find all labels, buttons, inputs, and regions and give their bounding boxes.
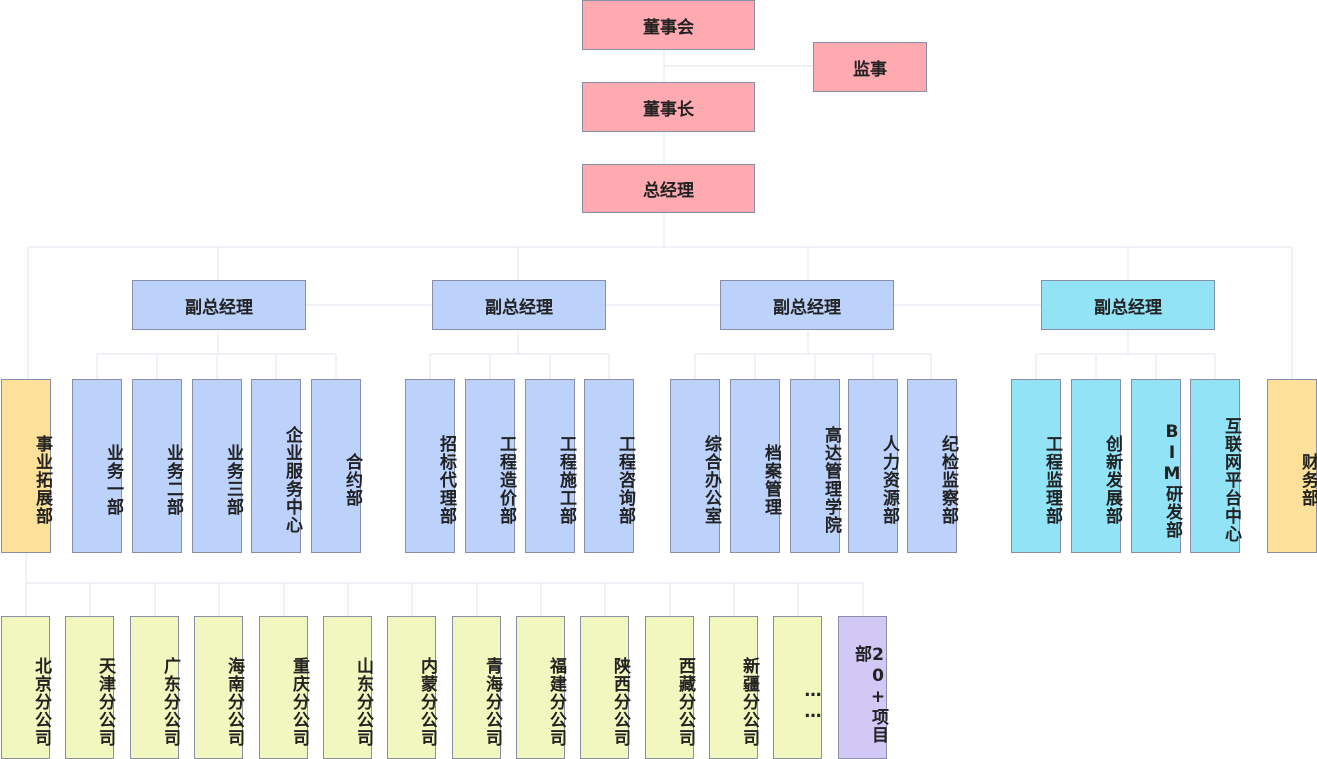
dept-box: 工程咨询部 (584, 379, 635, 553)
branch-box: 天津分公司 (65, 616, 115, 759)
dept-box: 业务三部 (192, 379, 243, 553)
board-box: 董事会 (582, 0, 755, 50)
dept-box: 招标代理部 (405, 379, 456, 553)
dept-box: 人力资源部 (848, 379, 899, 553)
dept-box: 创新发展部 (1071, 379, 1122, 553)
project-dept-box: 20+项目部 (838, 616, 888, 759)
branch-box: 新疆分公司 (709, 616, 759, 759)
branch-box: 福建分公司 (516, 616, 566, 759)
dept-box: 企业服务中心 (251, 379, 302, 553)
branch-box-more: …… (773, 616, 823, 759)
branch-box: 海南分公司 (194, 616, 244, 759)
dept-box: 纪检监察部 (907, 379, 958, 553)
dept-box: BIM研发部 (1131, 379, 1182, 553)
dept-box: 工程监理部 (1011, 379, 1062, 553)
vp-box-1: 副总经理 (132, 280, 306, 330)
dept-box: 业务二部 (132, 379, 183, 553)
dept-box: 工程造价部 (465, 379, 516, 553)
dept-box: 档案管理 (730, 379, 781, 553)
chairman-box: 董事长 (582, 82, 755, 132)
dept-box: 高达管理学院 (790, 379, 841, 553)
dept-box: 互联网平台中心 (1190, 379, 1241, 553)
dept-box: 综合办公室 (670, 379, 721, 553)
branch-box: 陕西分公司 (580, 616, 630, 759)
branch-box: 北京分公司 (1, 616, 51, 759)
branch-box: 山东分公司 (323, 616, 373, 759)
dept-box: 工程施工部 (525, 379, 576, 553)
dept-box: 业务一部 (72, 379, 123, 553)
branch-box: 内蒙分公司 (387, 616, 437, 759)
vp-box-4: 副总经理 (1041, 280, 1215, 330)
supervisor-box: 监事 (813, 42, 927, 92)
finance-dept: 财务部 (1267, 379, 1317, 553)
business-expansion-dept: 事业拓展部 (1, 379, 52, 553)
branch-box: 青海分公司 (452, 616, 502, 759)
dept-box: 合约部 (311, 379, 362, 553)
branch-box: 广东分公司 (130, 616, 180, 759)
vp-box-2: 副总经理 (432, 280, 606, 330)
branch-box: 西藏分公司 (645, 616, 695, 759)
branch-box: 重庆分公司 (259, 616, 309, 759)
vp-box-3: 副总经理 (720, 280, 894, 330)
general-manager-box: 总经理 (582, 164, 755, 213)
